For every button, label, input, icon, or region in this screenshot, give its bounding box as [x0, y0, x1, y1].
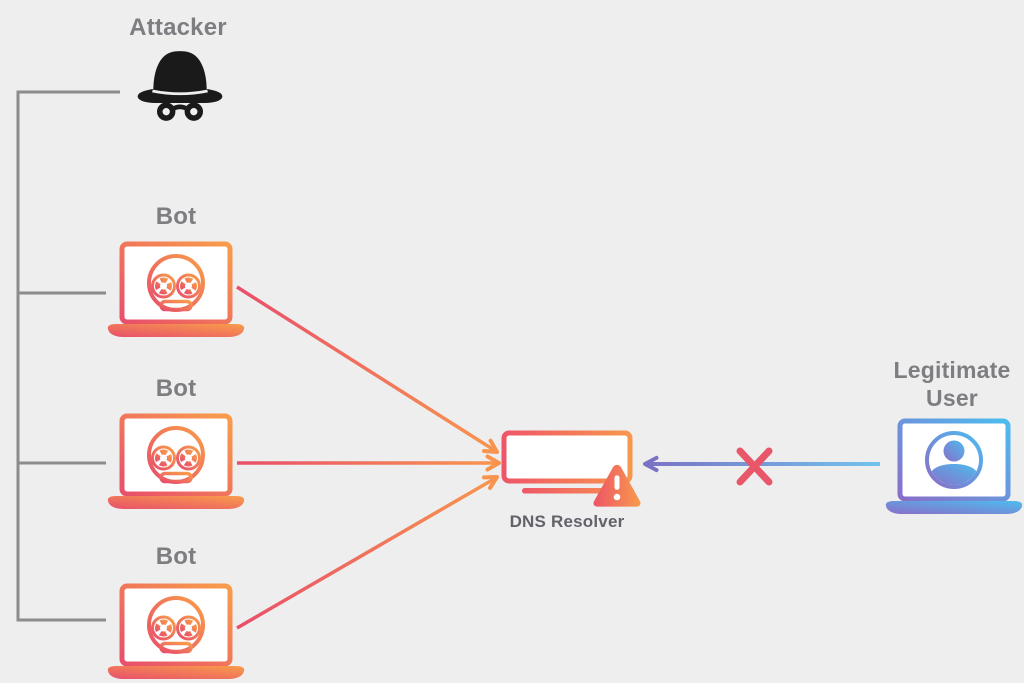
bot-laptop-icon [107, 241, 245, 337]
spy-hat-icon [137, 51, 223, 121]
bot3-label: Bot [155, 543, 197, 570]
bot2-label: Bot [155, 375, 197, 402]
blocked-x-icon [736, 447, 773, 486]
attacker-label: Attacker [129, 14, 227, 41]
dns-resolver-label: DNS Resolver [509, 512, 625, 531]
bot-laptop-icon [107, 413, 245, 509]
bot-laptop-icon [107, 583, 245, 679]
attack-arrow-bot1 [236, 285, 499, 454]
bot1-label: Bot [155, 203, 197, 230]
attacker-botnet-connector [16, 90, 120, 622]
attack-arrow-bot2 [237, 454, 501, 472]
legitimate-user-label: Legitimate User [893, 357, 1011, 411]
attack-arrow-bot3 [236, 475, 499, 630]
blocked-request-arrow [643, 455, 880, 473]
user-laptop-icon [885, 418, 1023, 514]
warning-triangle-icon [593, 464, 641, 507]
